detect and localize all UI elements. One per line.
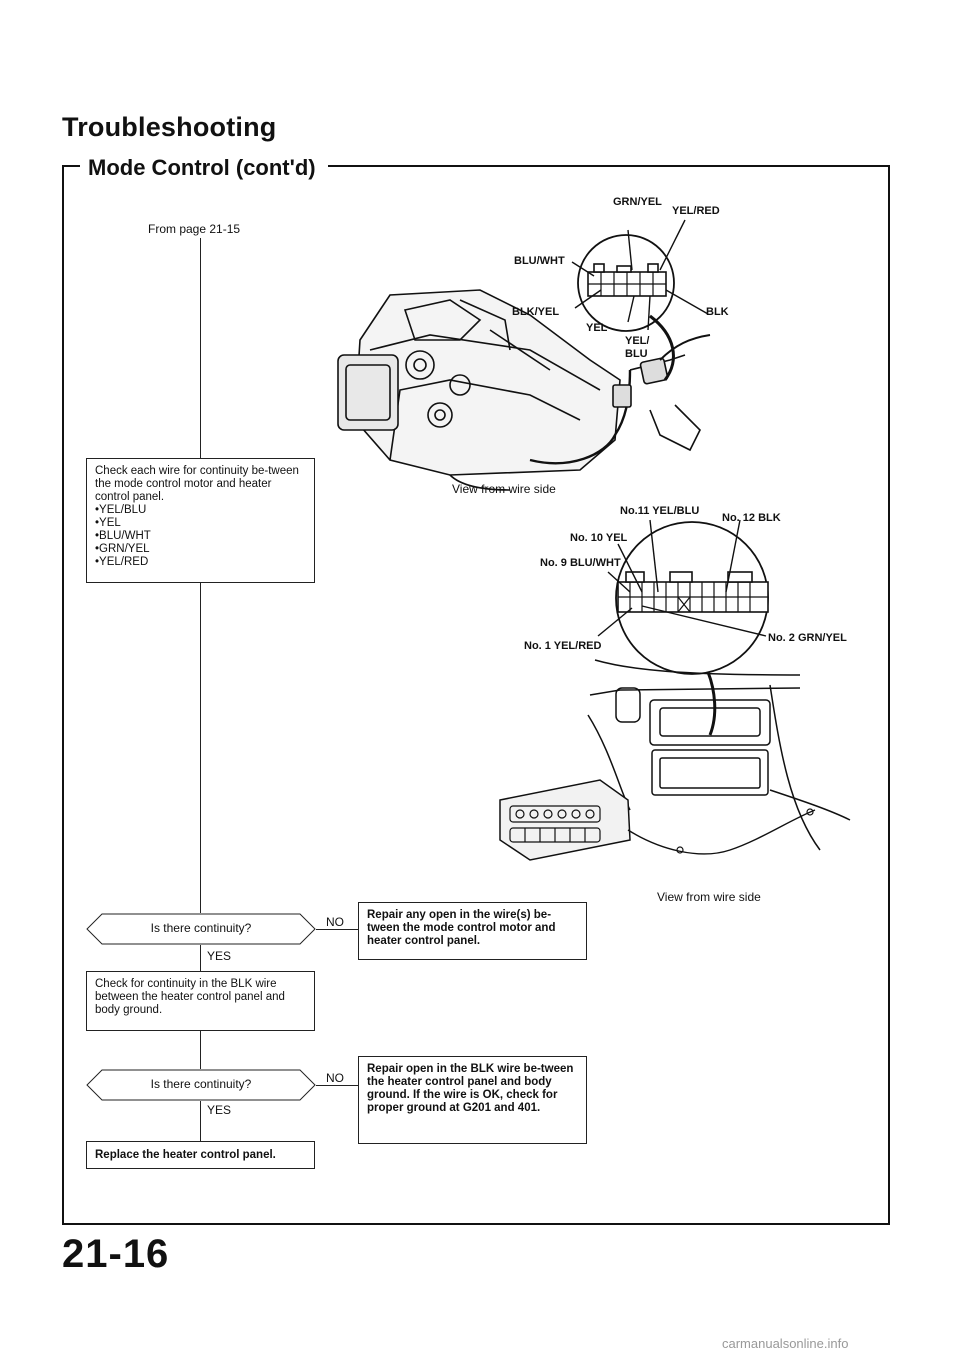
wire-label-blk-yel: BLK/YEL <box>512 306 560 318</box>
pin-label-no10: No. 10 YEL <box>570 532 628 544</box>
section-title: Mode Control (cont'd) <box>88 155 316 180</box>
pin-label-no1: No. 1 YEL/RED <box>524 640 602 652</box>
wire-label-yel: YEL <box>586 322 608 334</box>
repair-2-box: Repair open in the BLK wire be-tween the… <box>358 1056 587 1144</box>
flow-connector <box>200 945 201 971</box>
flow-connector <box>200 238 201 458</box>
decision-2-yes: YES <box>207 1103 232 1117</box>
wire-label-blu-wht: BLU/WHT <box>514 255 565 267</box>
decision-1-no: NO <box>326 915 344 929</box>
no-connector <box>316 1085 358 1086</box>
decision-2-shape <box>86 1069 316 1101</box>
flow-connector <box>200 583 201 913</box>
decision-2-question: Is there continuity? <box>150 1077 252 1091</box>
content-frame <box>62 165 890 1225</box>
wire-label-blk: BLK <box>706 306 729 318</box>
wire-item: BLU/WHT <box>95 530 306 543</box>
check-blk-box: Check for continuity in the BLK wire bet… <box>86 971 315 1031</box>
decision-1-shape <box>86 913 316 945</box>
wire-label-yel-blu-line1: YEL/ <box>625 335 650 347</box>
decision-2-no: NO <box>326 1071 344 1085</box>
replace-box: Replace the heater control panel. <box>86 1141 315 1169</box>
from-page-note: From page 21-15 <box>148 222 241 236</box>
top-diagram-caption: View from wire side <box>452 482 556 496</box>
pin-label-no9: No. 9 BLU/WHT <box>540 557 621 569</box>
page-title: Troubleshooting <box>62 112 277 142</box>
wire-item: YEL <box>95 517 306 530</box>
wire-item: YEL/RED <box>95 556 306 569</box>
wire-label-grn-yel: GRN/YEL <box>613 196 662 208</box>
frame-top-rule-left <box>62 165 80 167</box>
flow-connector <box>200 1031 201 1069</box>
page-number: 21-16 <box>62 1232 170 1276</box>
decision-1-question: Is there continuity? <box>150 921 252 935</box>
repair-1-box: Repair any open in the wire(s) be-tween … <box>358 902 587 960</box>
wire-list: YEL/BLU YEL BLU/WHT GRN/YEL YEL/RED <box>95 504 306 569</box>
check-wires-text: Check each wire for continuity be-tween … <box>95 465 299 503</box>
pin-label-no12: No. 12 BLK <box>722 512 781 524</box>
no-connector <box>316 929 358 930</box>
check-wires-box: Check each wire for continuity be-tween … <box>86 458 315 583</box>
watermark: carmanualsonline.info <box>722 1336 849 1351</box>
wire-item: YEL/BLU <box>95 504 306 517</box>
wire-label-yel-red: YEL/RED <box>672 205 720 217</box>
flow-connector <box>200 1101 201 1141</box>
bottom-diagram-caption: View from wire side <box>657 890 761 904</box>
mode-control-motor-illustration <box>337 219 711 491</box>
frame-top-rule-right <box>328 165 890 167</box>
pin-label-no2: No. 2 GRN/YEL <box>768 632 847 644</box>
heater-control-panel-illustration <box>499 519 851 861</box>
wire-label-yel-blu-line2: BLU <box>625 348 648 360</box>
wire-item: GRN/YEL <box>95 543 306 556</box>
pin-label-no11: No.11 YEL/BLU <box>620 505 700 517</box>
decision-1-yes: YES <box>207 949 232 963</box>
